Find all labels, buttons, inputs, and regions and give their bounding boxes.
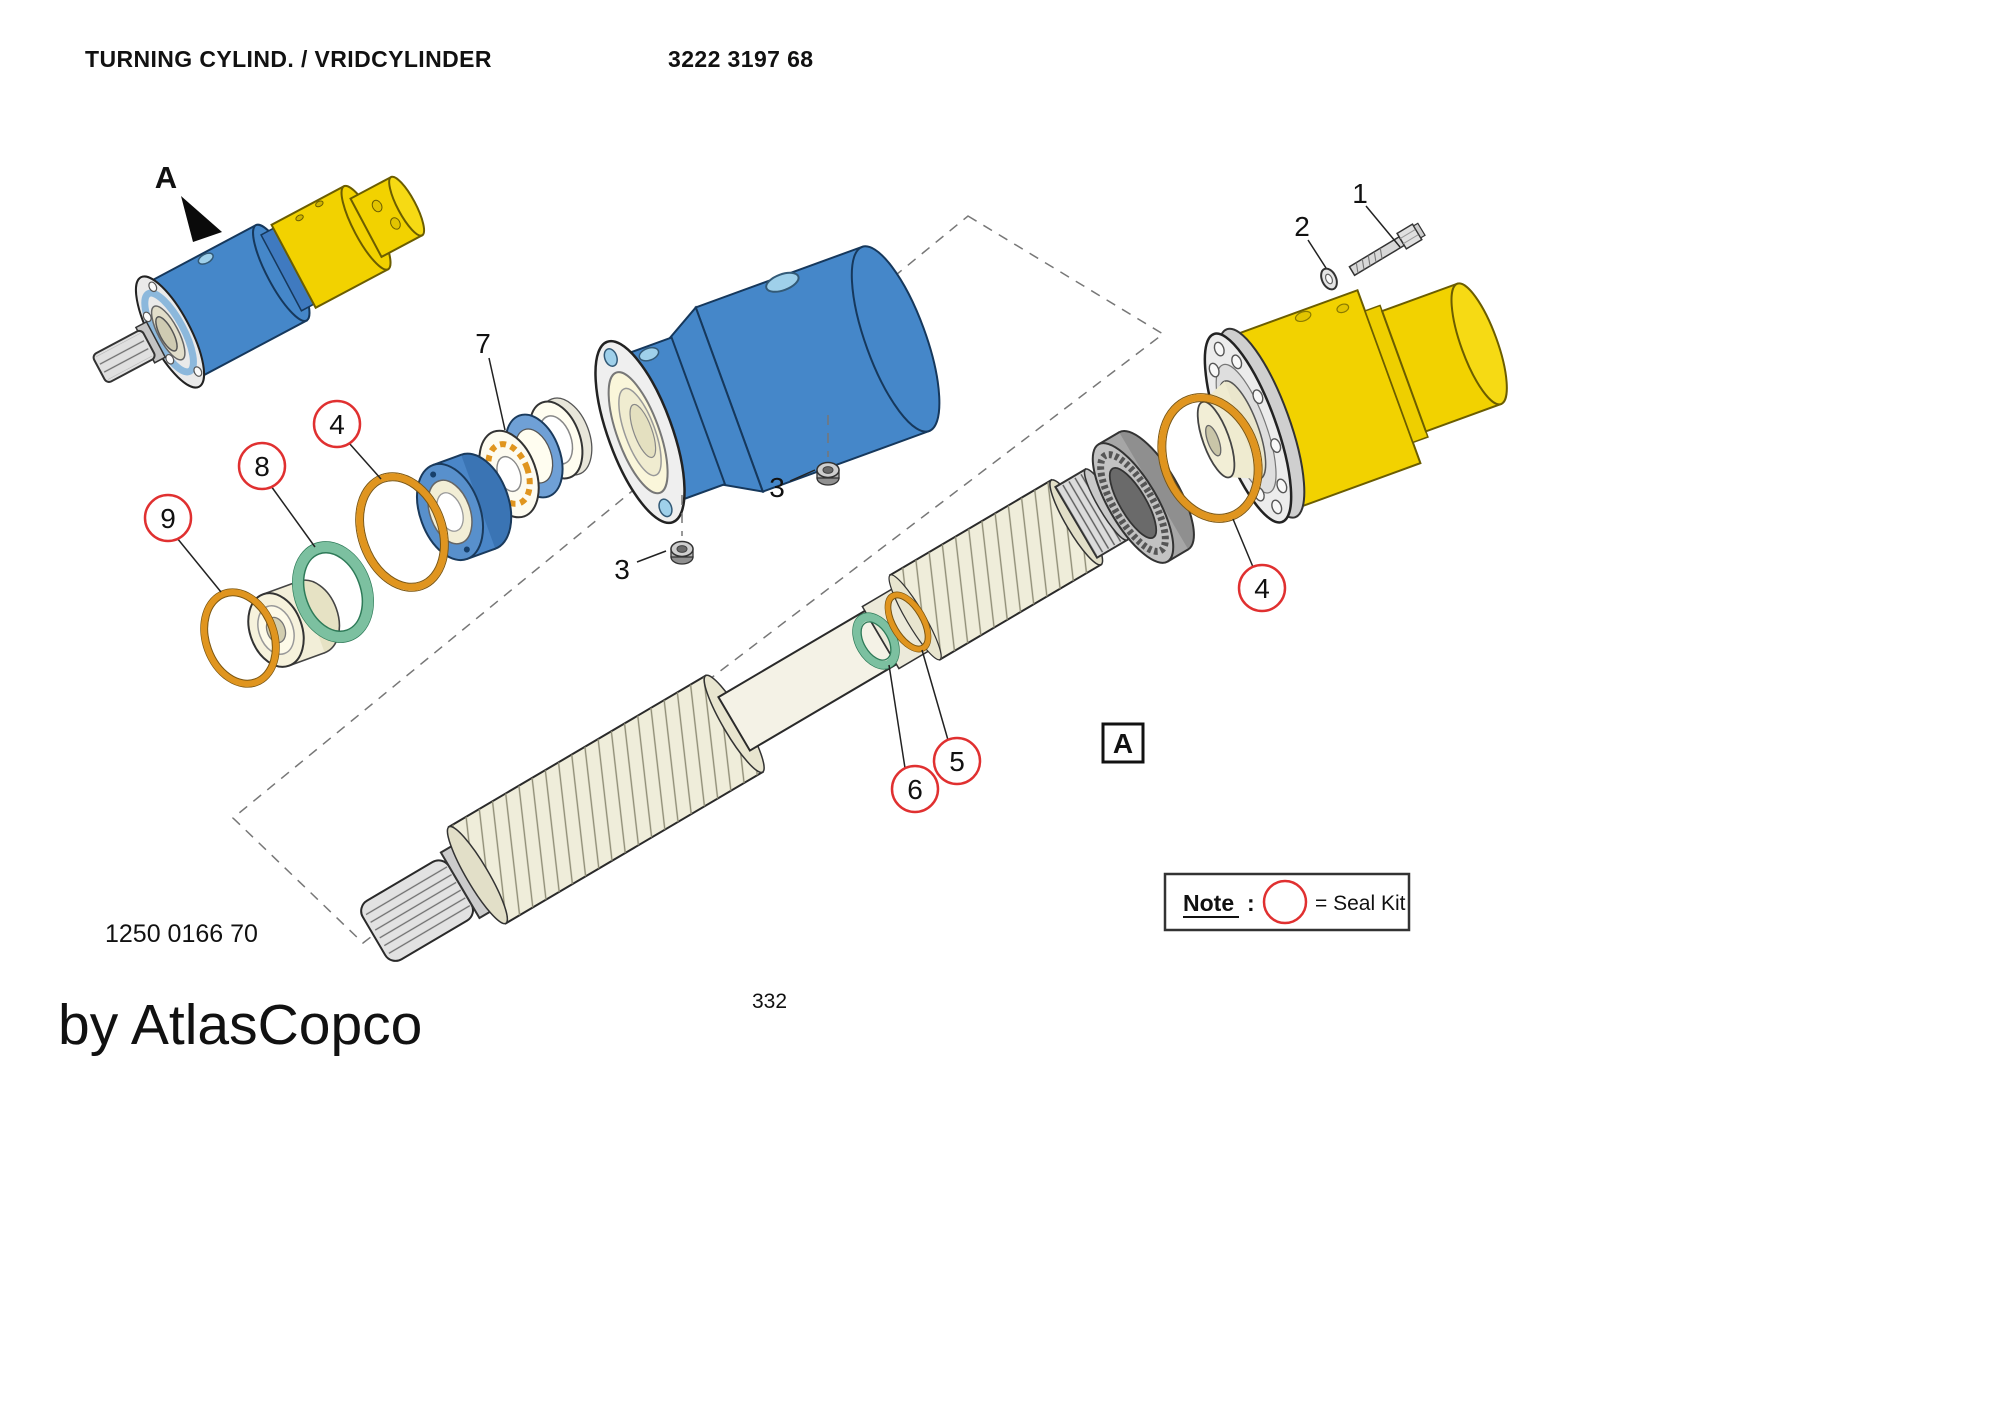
drive-shaft [360,467,1130,962]
callout-7: 7 [475,328,491,359]
gland-ring [416,452,513,562]
svg-text:5: 5 [949,746,965,777]
seal-kit-circle-icon [1262,879,1308,925]
o-ring-4-front [355,472,449,592]
section-boundary-dashed [231,215,1165,944]
callout-circle-9: 9 [143,493,193,543]
leader-lines [176,205,1401,769]
cylinder-port [765,271,800,293]
callout-3-upper: 3 [769,472,785,503]
view-arrow-icon [181,196,222,242]
view-arrow-label: A [155,160,177,195]
part-number: 3222 3197 68 [668,46,814,72]
callout-circle-4-front: 4 [312,399,362,449]
socket-screw-3-upper [816,461,840,486]
o-ring-4-rear [1157,393,1263,523]
hex-bolt-1 [1348,222,1426,277]
svg-text:4: 4 [329,409,345,440]
svg-text:4: 4 [1254,573,1270,604]
callout-circle-4-rear: 4 [1237,563,1287,613]
socket-screw-3-lower [670,540,694,565]
note-separator: : [1247,890,1255,916]
callout-3-lower: 3 [614,554,630,585]
end-cover-yellow [1196,282,1508,524]
svg-text:9: 9 [160,503,176,534]
cylinder-port-small [638,346,660,362]
byline: by AtlasCopco [58,993,423,1057]
page-title: TURNING CYLIND. / VRIDCYLINDER [85,46,492,72]
callout-2: 2 [1294,211,1310,242]
callout-1: 1 [1352,178,1368,209]
drawing-number: 1250 0166 70 [105,920,258,948]
svg-text:6: 6 [907,774,923,805]
main-cylinder-body [594,245,941,525]
callout-circle-5: 5 [932,736,982,786]
green-seal-8 [292,541,374,643]
svg-text:8: 8 [254,451,270,482]
callout-circle-8: 8 [237,441,287,491]
washer-2 [1320,267,1338,291]
o-ring-9 [200,588,280,688]
helical-gear-large [446,674,765,925]
page-number: 332 [752,990,788,1013]
note-text: = Seal Kit [1315,892,1406,915]
detail-a-box: A [1101,722,1145,764]
callout-circle-6: 6 [890,764,940,814]
assembled-view [92,175,426,389]
assembled-flange-holes [142,281,203,377]
toothed-coupling-ring [1091,429,1195,564]
note-label: Note [1183,890,1234,916]
note-box: Note : = Seal Kit [1163,872,1411,932]
shaft-mid-section [717,609,898,752]
svg-text:A: A [1113,728,1133,759]
